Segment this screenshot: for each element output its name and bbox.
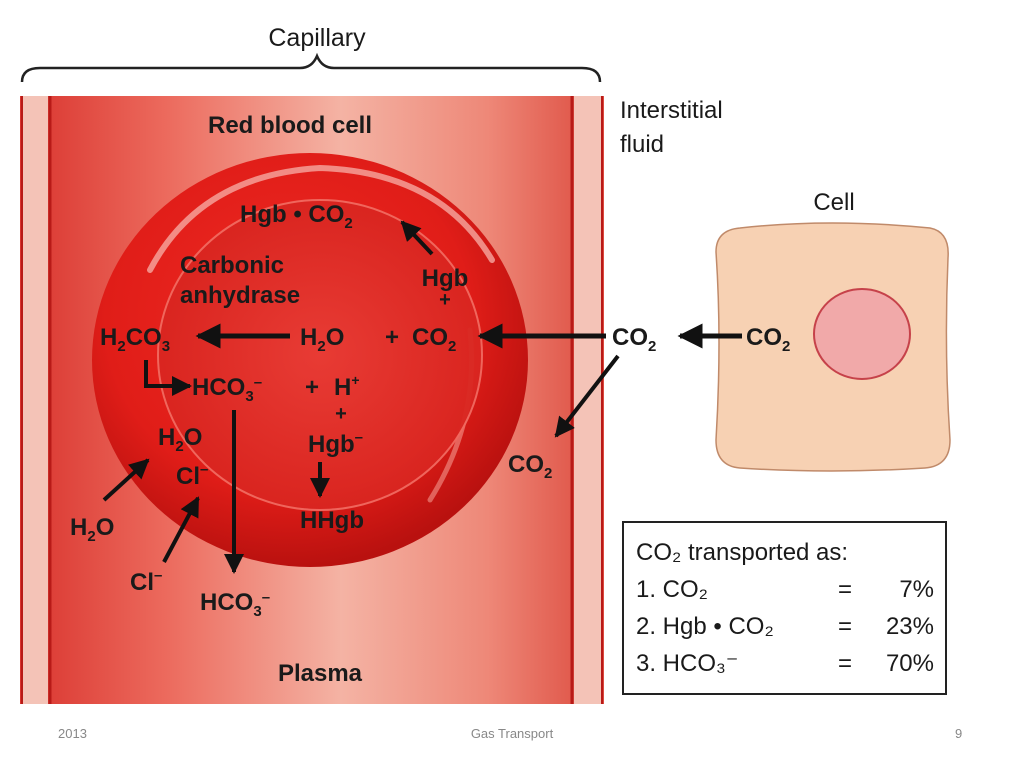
legend-row-2-eq: =: [838, 613, 852, 640]
hco3-rbc-label: HCO3–: [192, 374, 262, 405]
h2o-plasma-label: H2O: [70, 514, 114, 545]
cl-inside-label: Cl–: [176, 461, 208, 490]
h2co3-label: H2CO3: [100, 324, 170, 355]
anhydrase-label: anhydrase: [180, 282, 300, 309]
cell-nucleus: [813, 288, 911, 380]
legend-row-1-name: 1. CO₂: [636, 576, 708, 603]
transport-legend-box: [622, 521, 947, 695]
arrow-h2co3-dissociation: [144, 360, 192, 396]
plasma-label: Plasma: [278, 660, 363, 687]
legend-row-3-value: 70%: [886, 650, 934, 677]
hgb-co2-label: Hgb • CO2: [240, 201, 353, 232]
arrow-cl-into-rbc: [162, 496, 200, 563]
rbc-highlight: [147, 164, 495, 273]
hgb-minus-label: Hgb–: [308, 429, 363, 458]
co2-cell-label: CO2: [746, 324, 790, 355]
interstitial-label-1: Interstitial: [620, 97, 723, 124]
vessel-wall-left: [22, 96, 48, 704]
hhgb-label: HHgb: [300, 507, 364, 534]
hgb-label: Hgb: [422, 265, 469, 292]
red-blood-cell-label: Red blood cell: [208, 112, 372, 139]
capillary-bracket: [20, 52, 602, 83]
h2o-rbc-label: H2O: [300, 324, 344, 355]
capillary-label: Capillary: [268, 24, 366, 52]
legend-row-1-eq: =: [838, 576, 852, 603]
arrow-h2o-into-rbc: [102, 458, 150, 502]
legend-row-1-value: 7%: [899, 576, 934, 603]
footer-title: Gas Transport: [470, 726, 554, 741]
cl-plasma-label: Cl–: [130, 567, 162, 596]
arrow-hgb-to-complex: [400, 220, 434, 256]
h2o-inside-label: H2O: [158, 424, 202, 455]
co2-rbc-label: CO2: [412, 324, 456, 355]
rbc-center: [157, 199, 483, 511]
vessel-wall-right: [574, 96, 602, 704]
interstitial-label-2: fluid: [620, 131, 664, 158]
footer-year: 2013: [58, 726, 87, 741]
legend-row-3-eq: =: [838, 650, 852, 677]
plus-hco3: +: [305, 374, 319, 401]
cell-label: Cell: [813, 189, 854, 216]
co2-plasma-label: CO2: [508, 451, 552, 482]
legend-row-3-name: 3. HCO₃⁻: [636, 650, 738, 677]
legend-title: CO₂ transported as:: [636, 539, 848, 566]
plus-hgb: +: [439, 289, 451, 311]
h-plus-label: H+: [334, 372, 360, 401]
footer-page-number: 9: [955, 726, 963, 741]
plus-rbc: +: [385, 324, 399, 351]
legend-row-2-value: 23%: [886, 613, 934, 640]
hco3-plasma-label: HCO3–: [200, 589, 270, 620]
arrow-co2-to-plasma: [554, 354, 620, 438]
legend-row-2-name: 2. Hgb • CO₂: [636, 613, 774, 640]
carbonic-label: Carbonic: [180, 252, 284, 279]
plus-h: +: [335, 403, 347, 425]
co2-interstitial-label: CO2: [612, 324, 656, 355]
